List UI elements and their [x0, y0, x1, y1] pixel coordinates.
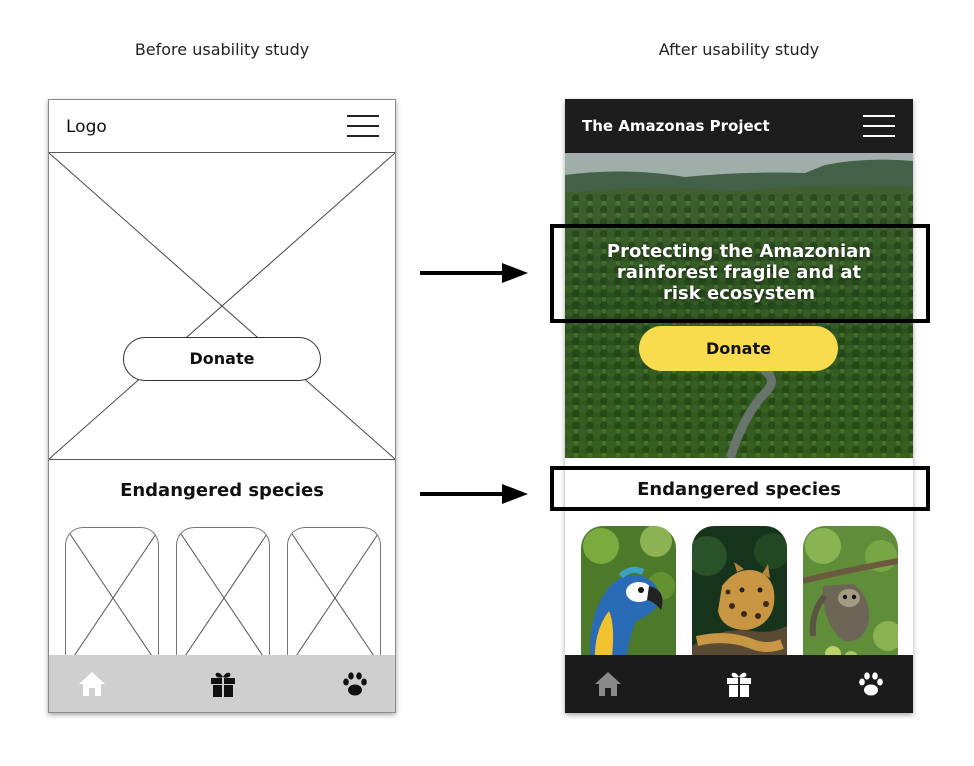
species-card-macaw[interactable] [581, 526, 676, 666]
paw-icon[interactable] [856, 669, 886, 699]
section-title: Endangered species [637, 479, 841, 500]
hero-tagline: Protecting the Amazonian rainforest frag… [565, 241, 913, 304]
species-card-jaguar[interactable] [692, 526, 787, 666]
donate-button[interactable]: Donate [123, 337, 321, 381]
jaguar-photo [692, 526, 787, 666]
tagline-line: rainforest fragile and at [616, 262, 862, 283]
species-card[interactable] [65, 527, 159, 667]
wireframe-header: Logo [49, 100, 395, 153]
bottom-nav [565, 655, 913, 713]
paw-icon[interactable] [340, 669, 370, 699]
tagline-line: risk ecosystem [663, 283, 815, 304]
species-card-sloth[interactable] [803, 526, 898, 666]
app-header: The Amazonas Project [565, 99, 913, 153]
final-design-phone: The Amazonas Project [565, 99, 913, 713]
species-card[interactable] [287, 527, 381, 667]
bottom-nav [49, 655, 395, 712]
tagline-highlight-box [550, 224, 930, 323]
macaw-photo [581, 526, 676, 666]
hero-image-placeholder: Donate [49, 153, 395, 460]
placeholder-cross-icon [177, 528, 269, 667]
before-caption: Before usability study [134, 40, 310, 59]
after-caption: After usability study [658, 40, 820, 59]
placeholder-cross-icon [49, 153, 395, 459]
donate-button[interactable]: Donate [639, 326, 838, 371]
gift-icon[interactable] [724, 669, 754, 699]
home-icon[interactable] [77, 669, 107, 699]
hamburger-menu-icon[interactable] [863, 115, 895, 137]
tagline-line: Protecting the Amazonian [606, 241, 872, 262]
logo[interactable]: Logo [66, 117, 107, 137]
placeholder-cross-icon [66, 528, 158, 667]
arrow-icon [420, 263, 528, 283]
arrow-icon [420, 484, 528, 504]
hamburger-menu-icon[interactable] [347, 115, 379, 137]
sloth-photo [803, 526, 898, 666]
section-title-highlight-box [550, 466, 930, 511]
placeholder-cross-icon [288, 528, 380, 667]
app-title[interactable]: The Amazonas Project [582, 117, 770, 135]
species-card[interactable] [176, 527, 270, 667]
wireframe-phone: Logo Donate Endangered species [48, 99, 396, 713]
home-icon[interactable] [593, 669, 623, 699]
section-title: Endangered species [120, 480, 324, 501]
gift-icon[interactable] [208, 669, 238, 699]
